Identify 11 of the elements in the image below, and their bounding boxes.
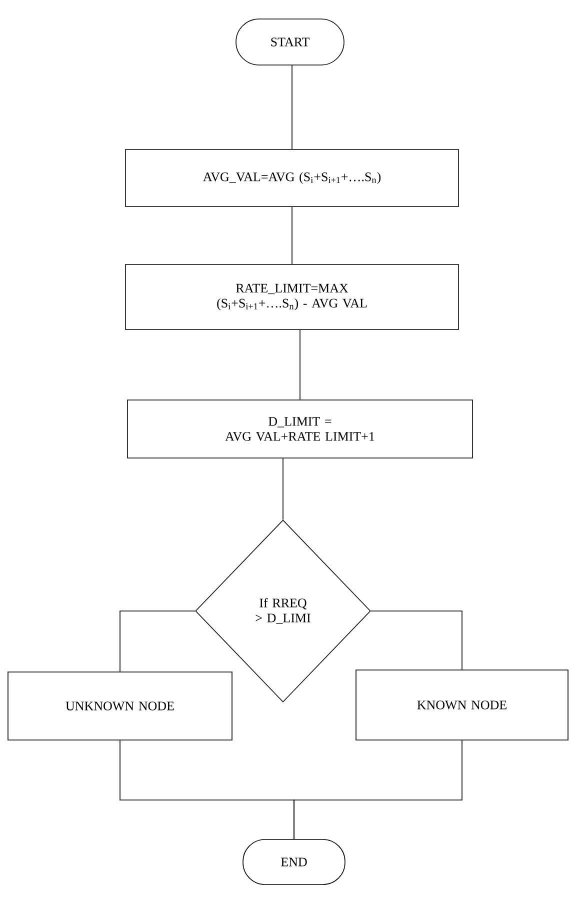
process-box: AVG_VAL=AVG (S$_{i}$+S$_{i+1}$+….S$_{n}$)	[125, 149, 459, 207]
connector-line	[120, 610, 196, 672]
process-box: D_LIMIT = AVG VAL+RATE LIMIT+1	[127, 400, 473, 458]
terminator: END	[242, 839, 346, 885]
process-box: UNKNOWN NODE	[8, 672, 232, 740]
connector-line	[282, 458, 284, 520]
process-box: KNOWN NODE	[356, 670, 568, 740]
terminator: START	[236, 18, 344, 66]
connector-line	[294, 740, 462, 840]
connector-line	[370, 610, 462, 670]
process-box: RATE_LIMIT=MAX (S$_{i}$+S$_{i+1}$+….S$_{n}$) - AVG VAL	[125, 264, 459, 330]
